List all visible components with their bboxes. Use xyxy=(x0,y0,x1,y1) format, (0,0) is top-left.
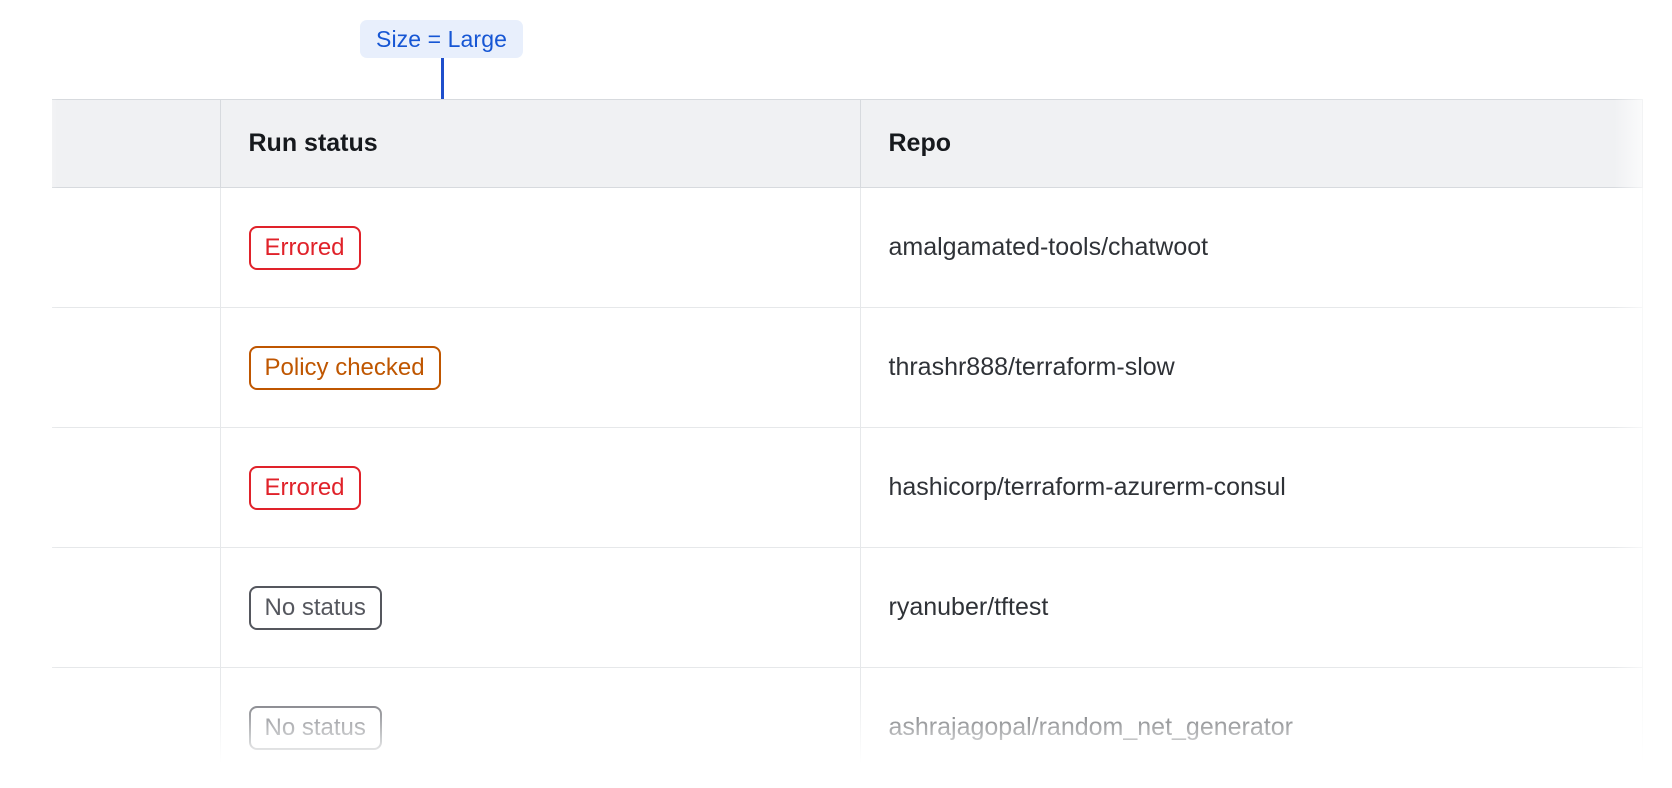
row-select-cell[interactable] xyxy=(52,547,221,668)
run-table: Run status Repo Errored amalgamated-tool… xyxy=(52,99,1643,788)
run-status-cell: Policy checked xyxy=(220,307,861,428)
table-row[interactable]: Errored hashicorp/terraform-azurerm-cons… xyxy=(52,427,1643,548)
column-header-repo[interactable]: Repo xyxy=(860,99,1643,188)
run-status-cell: No status xyxy=(220,547,861,668)
status-badge: Policy checked xyxy=(248,345,441,390)
status-badge: Errored xyxy=(248,225,361,270)
repo-cell[interactable]: ashrajagopal/random_net_generator xyxy=(860,667,1643,788)
status-badge: Errored xyxy=(248,465,361,510)
run-table-body: Errored amalgamated-tools/chatwoot Polic… xyxy=(52,187,1643,788)
status-badge: No status xyxy=(248,705,382,750)
repo-cell[interactable]: hashicorp/terraform-azurerm-consul xyxy=(860,427,1643,548)
run-status-cell: Errored xyxy=(220,427,861,548)
table-row[interactable]: Policy checked thrashr888/terraform-slow xyxy=(52,307,1643,428)
row-select-cell[interactable] xyxy=(52,307,221,428)
table-row[interactable]: No status ashrajagopal/random_net_genera… xyxy=(52,667,1643,788)
repo-cell[interactable]: thrashr888/terraform-slow xyxy=(860,307,1643,428)
run-status-cell: Errored xyxy=(220,187,861,308)
run-status-cell: No status xyxy=(220,667,861,788)
column-header-select xyxy=(52,99,221,188)
run-table-head: Run status Repo xyxy=(52,99,1643,188)
table-row[interactable]: No status ryanuber/tftest xyxy=(52,547,1643,668)
repo-cell[interactable]: amalgamated-tools/chatwoot xyxy=(860,187,1643,308)
annotation-badge-size-large: Size = Large xyxy=(360,20,523,58)
row-select-cell[interactable] xyxy=(52,187,221,308)
repo-cell[interactable]: ryanuber/tftest xyxy=(860,547,1643,668)
table-row[interactable]: Errored amalgamated-tools/chatwoot xyxy=(52,187,1643,308)
column-header-run-status[interactable]: Run status xyxy=(220,99,861,188)
run-table-container: Run status Repo Errored amalgamated-tool… xyxy=(0,99,1672,788)
row-select-cell[interactable] xyxy=(52,427,221,548)
status-badge: No status xyxy=(248,585,382,630)
table-header-row: Run status Repo xyxy=(52,99,1643,188)
row-select-cell[interactable] xyxy=(52,667,221,788)
